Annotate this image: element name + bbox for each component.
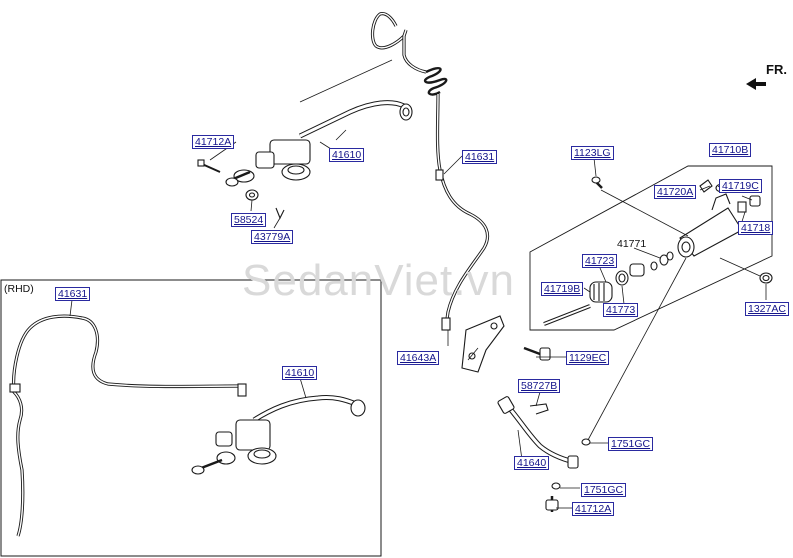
- label-41631-main[interactable]: 41631: [462, 150, 498, 164]
- label-41710B[interactable]: 41710B: [709, 143, 752, 157]
- bracket-41643A: [461, 315, 505, 373]
- label-41712A-bottom[interactable]: 41712A: [572, 502, 615, 516]
- label-41720A[interactable]: 41720A: [654, 185, 697, 199]
- direction-label: FR.: [766, 62, 787, 77]
- washer-1751GC-a: [581, 438, 591, 446]
- label-41719C[interactable]: 41719C: [719, 179, 762, 193]
- rhd-pipe-41631: [9, 314, 247, 537]
- clutch-pipe-41631: [370, 12, 490, 331]
- label-41643A[interactable]: 41643A: [397, 351, 440, 365]
- bolt-1129EC: [523, 346, 551, 361]
- label-41712A-top[interactable]: 41712A: [192, 135, 235, 149]
- watermark: SedanViet.vn: [242, 256, 515, 305]
- label-41718[interactable]: 41718: [738, 221, 774, 235]
- washer-1751GC-b: [551, 482, 561, 490]
- slave-cylinder-box: [529, 165, 773, 331]
- label-1123LG[interactable]: 1123LG: [571, 146, 614, 160]
- label-41610-rhd[interactable]: 41610: [282, 366, 318, 380]
- eye-bolt-41712A: [545, 496, 559, 512]
- label-1751GC-a[interactable]: 1751GC: [608, 437, 654, 451]
- label-41773[interactable]: 41773: [603, 303, 639, 317]
- rhd-label: (RHD): [4, 283, 34, 295]
- label-43779A[interactable]: 43779A: [251, 230, 294, 244]
- master-cylinder-41610: [197, 100, 413, 187]
- label-41640[interactable]: 41640: [514, 456, 550, 470]
- clip-58727B: [529, 403, 549, 415]
- label-58524[interactable]: 58524: [231, 213, 267, 227]
- label-58727B[interactable]: 58727B: [518, 379, 561, 393]
- label-1327AC[interactable]: 1327AC: [745, 302, 789, 316]
- label-41719B[interactable]: 41719B: [541, 282, 584, 296]
- label-41631-rhd[interactable]: 41631: [55, 287, 91, 301]
- rhd-master-cylinder-41610: [191, 395, 366, 475]
- pin-43779A: [275, 207, 285, 220]
- front-direction-arrow-icon: [746, 78, 766, 90]
- label-1129EC[interactable]: 1129EC: [566, 351, 610, 365]
- label-41723[interactable]: 41723: [582, 254, 618, 268]
- rhd-inset-frame: [0, 279, 382, 557]
- label-1751GC-b[interactable]: 1751GC: [581, 483, 627, 497]
- slave-cylinder-41710B: [543, 176, 773, 326]
- label-41771[interactable]: 41771: [617, 238, 647, 250]
- label-41610-main[interactable]: 41610: [329, 148, 365, 162]
- clutch-hose-41640: [497, 396, 579, 469]
